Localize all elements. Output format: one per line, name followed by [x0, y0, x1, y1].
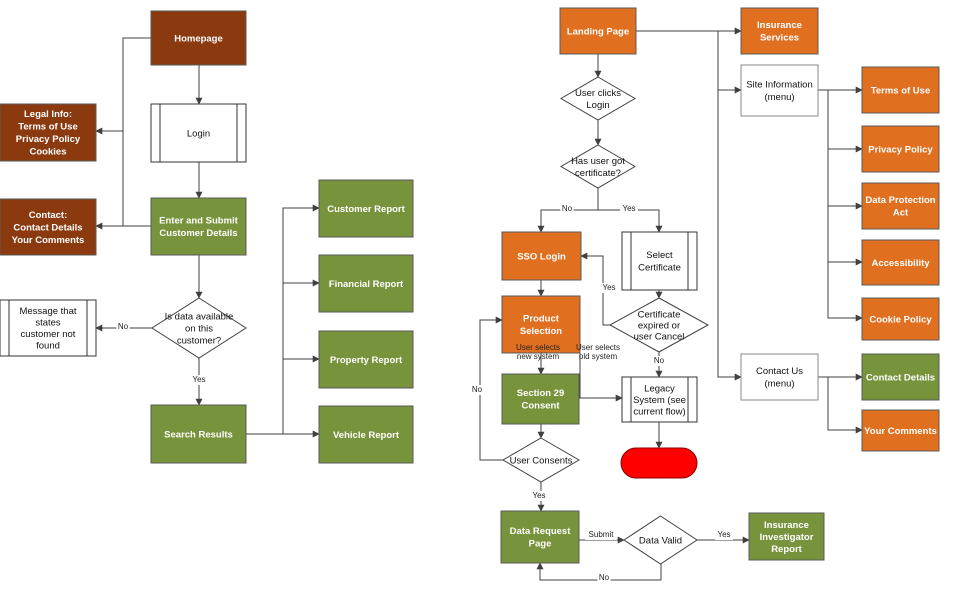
connector-line: [717, 31, 742, 94]
node-privacy-policy: Privacy Policy: [861, 125, 940, 173]
node-terms-of-use: Terms of Use: [861, 66, 940, 114]
node-accessibility: Accessibility: [861, 239, 940, 286]
connector-line: [122, 37, 151, 227]
node-your-comments: Your Comments: [861, 409, 940, 452]
node-property-report: Property Report: [318, 330, 414, 389]
connector-line: [579, 353, 623, 402]
node-label: Contact Details: [866, 372, 935, 383]
node-contact-details: Contact Details: [861, 353, 940, 401]
connector-lines: [95, 27, 863, 581]
label-no: No: [472, 385, 483, 394]
node-label: Terms of Use: [871, 85, 930, 96]
node-label: Financial Report: [329, 279, 404, 290]
label-yes: Yes: [602, 283, 615, 292]
node-label: Homepage: [174, 33, 223, 44]
node-label: Privacy Policy: [868, 144, 933, 155]
node-label: Landing Page: [567, 26, 629, 37]
connector-line: [282, 204, 320, 434]
node-label: Accessibility: [871, 258, 930, 269]
label-no: No: [654, 356, 665, 365]
node-cookie-policy: Cookie Policy: [861, 297, 940, 341]
node-label: Your Comments: [864, 426, 937, 437]
connector-line: [717, 90, 742, 381]
node-label: SSO Login: [517, 251, 566, 262]
connector-line: [827, 90, 863, 322]
node-search-results: Search Results: [150, 404, 247, 464]
terminator-end: [620, 447, 698, 479]
node-homepage: Homepage: [150, 10, 247, 66]
node-label: Site Information(menu): [746, 80, 813, 104]
connector-line: [827, 377, 863, 434]
label-no: No: [118, 322, 129, 331]
node-label: Login: [187, 128, 210, 139]
label-yes: Yes: [192, 375, 205, 384]
node-contact-us: Contact Us(menu): [740, 353, 819, 401]
node-label: Vehicle Report: [333, 430, 400, 441]
label-no: No: [562, 204, 573, 213]
node-label: User Consents: [510, 455, 573, 466]
node-login: Login: [150, 103, 247, 163]
label-yes: Yes: [717, 530, 730, 539]
node-label: Property Report: [330, 355, 403, 366]
node-data-valid: Data Valid: [623, 515, 698, 565]
node-label: Contact Us(menu): [756, 366, 803, 390]
node-customer-report: Customer Report: [318, 179, 414, 238]
node-label: Data Valid: [639, 535, 682, 546]
node-label: Customer Report: [327, 204, 405, 215]
node-sso-login: SSO Login: [501, 231, 582, 281]
connector-line: [598, 209, 663, 233]
label-no: No: [599, 573, 610, 582]
node-site-information: Site Information(menu): [740, 64, 819, 117]
node-label: Cookie Policy: [869, 314, 932, 325]
node-label: Search Results: [164, 429, 233, 440]
label-yes: Yes: [532, 491, 545, 500]
node-financial-report: Financial Report: [318, 254, 414, 313]
label-submit: Submit: [589, 530, 615, 539]
node-vehicle-report: Vehicle Report: [318, 405, 414, 464]
label-yes: Yes: [622, 204, 635, 213]
node-landing-page: Landing Page: [559, 7, 637, 55]
node-user-consents: User Consents: [502, 437, 580, 483]
